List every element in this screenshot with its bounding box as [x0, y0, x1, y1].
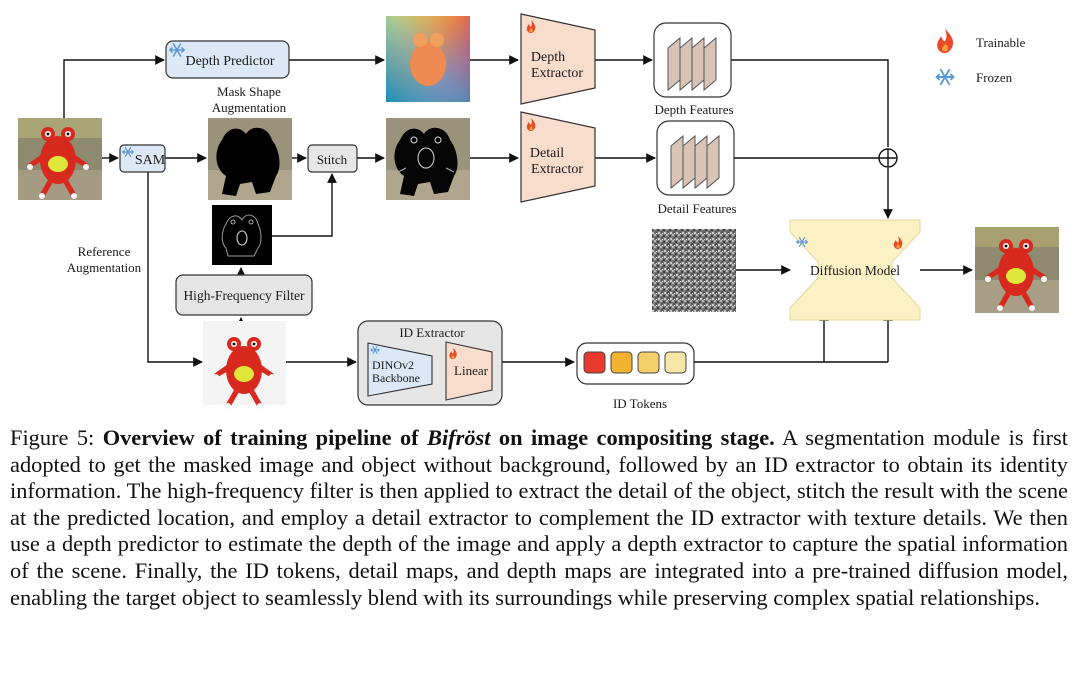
- stitch-box: Stitch: [307, 144, 358, 173]
- id-tokens-label: ID Tokens: [613, 396, 667, 411]
- depth-features-label: Depth Features: [654, 102, 733, 117]
- high-frequency-filter-box: High-Frequency Filter: [175, 274, 313, 316]
- legend-trainable-label: Trainable: [976, 35, 1026, 50]
- dinov2-label-2: Backbone: [372, 371, 420, 385]
- sam-box: SAM: [119, 144, 166, 173]
- depth-extractor-label-2: Extractor: [531, 66, 583, 81]
- detail-extractor: Detail Extractor: [520, 111, 596, 203]
- stitch-label: Stitch: [317, 152, 348, 167]
- reference-aug-label-1: Reference: [78, 244, 131, 259]
- legend-frozen-label: Frozen: [976, 70, 1013, 85]
- detail-features: Detail Features: [656, 120, 737, 216]
- id-token: [637, 351, 660, 374]
- figure-caption: Figure 5: Overview of training pipeline …: [10, 425, 1068, 611]
- high-frequency-filter-label: High-Frequency Filter: [183, 288, 305, 303]
- id-extractor-box: ID Extractor DINOv2 Backbone Linear: [357, 320, 503, 406]
- sum-node: [878, 148, 898, 168]
- depth-map-image: [386, 16, 470, 102]
- legend: Trainable Frozen: [935, 28, 1026, 86]
- id-token: [664, 351, 687, 374]
- mask-shape-aug-label-2: Augmentation: [212, 100, 287, 115]
- id-token: [583, 351, 606, 374]
- caption-body: A segmentation module is first adopted t…: [10, 425, 1068, 610]
- depth-predictor-label: Depth Predictor: [185, 54, 274, 69]
- sam-label: SAM: [135, 153, 166, 168]
- high-frequency-image: [212, 205, 272, 265]
- id-extractor-label: ID Extractor: [399, 325, 465, 340]
- stitched-image: [386, 118, 470, 200]
- caption-prefix: Figure 5:: [10, 425, 103, 450]
- input-image: [18, 118, 102, 200]
- depth-predictor-box: Depth Predictor: [165, 40, 290, 79]
- id-tokens: ID Tokens: [576, 342, 695, 411]
- object-image: [203, 321, 286, 409]
- caption-title-italic: Bifröst: [427, 425, 491, 450]
- masked-image: [208, 118, 292, 200]
- diffusion-model-label: Diffusion Model: [810, 263, 900, 278]
- depth-features: Depth Features: [653, 22, 734, 117]
- reference-aug-label-2: Augmentation: [67, 260, 142, 275]
- detail-extractor-label-1: Detail: [530, 146, 564, 161]
- diffusion-model: Diffusion Model: [789, 219, 921, 321]
- mask-shape-aug-label-1: Mask Shape: [217, 84, 281, 99]
- detail-extractor-label-2: Extractor: [531, 162, 583, 177]
- dinov2-label-1: DINOv2: [372, 358, 414, 372]
- detail-features-label: Detail Features: [657, 201, 736, 216]
- pipeline-diagram: Depth Predictor Mask Shape Augmentation …: [18, 13, 1059, 411]
- trainable-icon: [937, 28, 954, 53]
- noise-image: [652, 229, 736, 312]
- caption-title: Overview of training pipeline of Bifröst…: [102, 425, 775, 450]
- frozen-icon: [935, 68, 955, 86]
- depth-extractor: Depth Extractor: [520, 13, 596, 105]
- id-token: [610, 351, 633, 374]
- output-image: [975, 227, 1059, 313]
- connectors: [63, 55, 973, 375]
- depth-extractor-label-1: Depth: [531, 50, 565, 65]
- linear-label: Linear: [454, 363, 489, 378]
